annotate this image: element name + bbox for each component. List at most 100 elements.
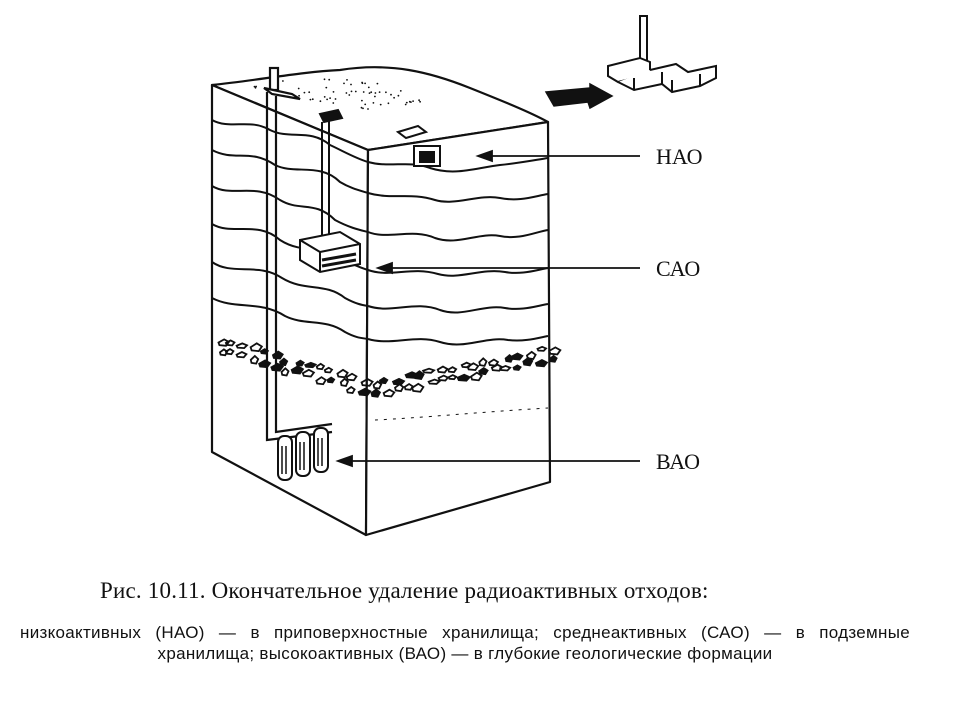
rubble-stone: [315, 362, 326, 371]
surface-facility: [607, 15, 717, 94]
rubble-stone: [382, 388, 396, 398]
rubble-stone: [470, 371, 483, 382]
stipple-dot: [393, 96, 395, 99]
rubble-stone: [224, 339, 236, 347]
stipple-dot: [370, 91, 373, 94]
stipple-dot: [364, 103, 367, 106]
rubble-stone: [510, 352, 524, 361]
rubble-stone: [323, 366, 334, 374]
rubble-stone: [357, 387, 372, 397]
stipple-dot: [387, 102, 390, 105]
rubble-stone: [456, 373, 472, 382]
rubble-stone: [391, 377, 406, 386]
stipple-dot: [360, 106, 363, 109]
rubble-stone: [345, 385, 356, 395]
rubble-stone: [336, 368, 349, 379]
stipple-dot: [385, 91, 387, 94]
vao-label: ВАО: [656, 449, 700, 474]
rubble-stone: [326, 376, 336, 384]
rubble-stone: [478, 357, 488, 367]
stipple-dot: [326, 98, 328, 101]
ground-block: [210, 66, 552, 537]
stipple-dot: [350, 83, 352, 86]
stipple-dot: [308, 91, 311, 94]
sao-label: САО: [656, 256, 700, 281]
rubble-stone: [411, 382, 425, 393]
rubble-stone: [290, 365, 305, 375]
stipple-dot: [376, 82, 379, 85]
rubble-stone: [512, 364, 522, 371]
rubble-stone: [427, 378, 442, 385]
stipple-dot: [419, 100, 421, 103]
stipple-dot: [348, 94, 351, 96]
pointers: [335, 149, 640, 468]
rubble-stone: [466, 362, 480, 371]
stipple-dot: [390, 93, 392, 96]
stipple-dot: [255, 85, 257, 88]
stipple-dot: [309, 98, 312, 101]
vao-canisters: [277, 427, 329, 481]
rubble-stone: [522, 356, 534, 367]
stipple-dot: [298, 94, 300, 97]
rubble-stone: [548, 354, 558, 363]
rubble-stone: [295, 359, 305, 367]
caption-body: низкоактивных (НАО) — в приповерхностные…: [20, 623, 910, 663]
rubble-stone: [478, 367, 489, 376]
rubble-stone: [217, 338, 231, 347]
stipple-dot: [343, 82, 345, 85]
stipple-dot: [378, 91, 381, 93]
stipple-dot: [323, 96, 326, 98]
stipple-dot: [282, 80, 284, 82]
stipple-dot: [405, 101, 408, 104]
rubble-stone: [249, 354, 260, 365]
stipple-dot: [328, 78, 331, 81]
stipple-dot: [374, 92, 377, 94]
rubble-stone: [360, 377, 374, 387]
rubble-stone: [315, 376, 327, 386]
strata-left: [211, 119, 369, 340]
stipple-dot: [372, 102, 375, 104]
rubble-stone: [279, 357, 289, 367]
stipple-dot: [364, 82, 366, 85]
stipple-dot: [362, 107, 364, 110]
stipple-dot: [412, 100, 414, 102]
stipple-dot: [361, 82, 364, 85]
stipple-dot: [418, 99, 420, 102]
sao-vault: [299, 230, 361, 274]
stipple-dot: [397, 94, 400, 97]
stipple-dot: [332, 91, 335, 93]
stipple-dot: [297, 87, 300, 90]
stipple-dot: [368, 92, 371, 94]
stipple-dot: [345, 92, 348, 94]
stipple-dot: [367, 108, 369, 110]
rubble-stone: [303, 361, 318, 369]
stipple-dot: [319, 100, 322, 103]
rubble-stone: [447, 366, 458, 374]
rubble-stone: [249, 342, 264, 353]
rubble-layer: [217, 338, 562, 398]
stipple-dot: [329, 97, 331, 99]
stipple-dot: [362, 91, 365, 93]
rubble-stone: [345, 372, 358, 382]
rubble-stone: [370, 388, 382, 398]
rubble-stone: [437, 374, 450, 382]
rubble-stone: [394, 383, 405, 393]
rubble-stone: [436, 365, 449, 374]
caption-title: Рис. 10.11. Окончательное удаление радио…: [100, 578, 709, 603]
rubble-stone: [447, 374, 458, 381]
stipple-dot: [367, 86, 370, 89]
rubble-stone: [498, 364, 512, 372]
stipple-dot: [303, 91, 306, 94]
rubble-stone: [224, 348, 235, 356]
sao-shaft: [318, 108, 344, 240]
stipple-dot: [323, 78, 326, 81]
stipple-dot: [253, 85, 256, 88]
block-right-face: [364, 120, 552, 537]
stipple-dot: [325, 86, 328, 89]
deep-shaft: [263, 66, 333, 442]
nao-label: НАО: [656, 144, 703, 169]
rubble-stone: [339, 377, 349, 387]
rubble-stone: [536, 345, 548, 352]
stipple-dot: [350, 90, 353, 93]
rubble-stone: [280, 367, 290, 377]
